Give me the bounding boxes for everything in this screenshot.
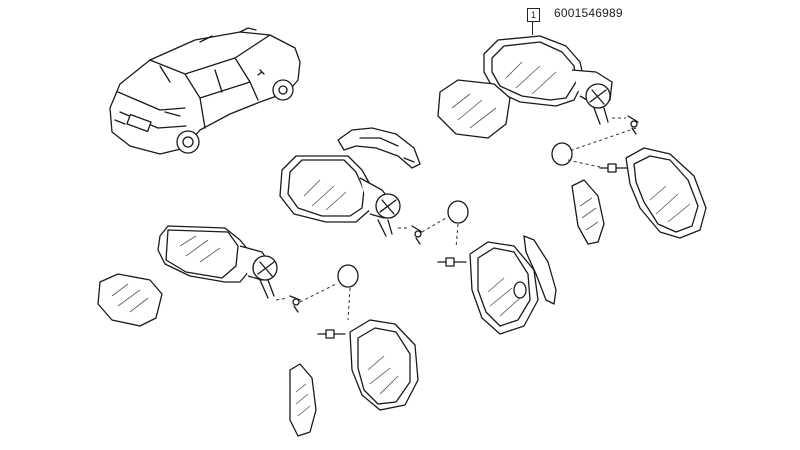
sedan-car-illustration <box>109 27 301 155</box>
mirror-assembly-center <box>279 127 557 335</box>
reference-number-box: 1 <box>527 8 540 22</box>
mirror-assembly-right <box>437 35 707 245</box>
callout-leader-line <box>532 21 533 35</box>
part-number-label: 6001546989 <box>554 6 623 20</box>
mirror-assembly-left <box>97 225 419 437</box>
